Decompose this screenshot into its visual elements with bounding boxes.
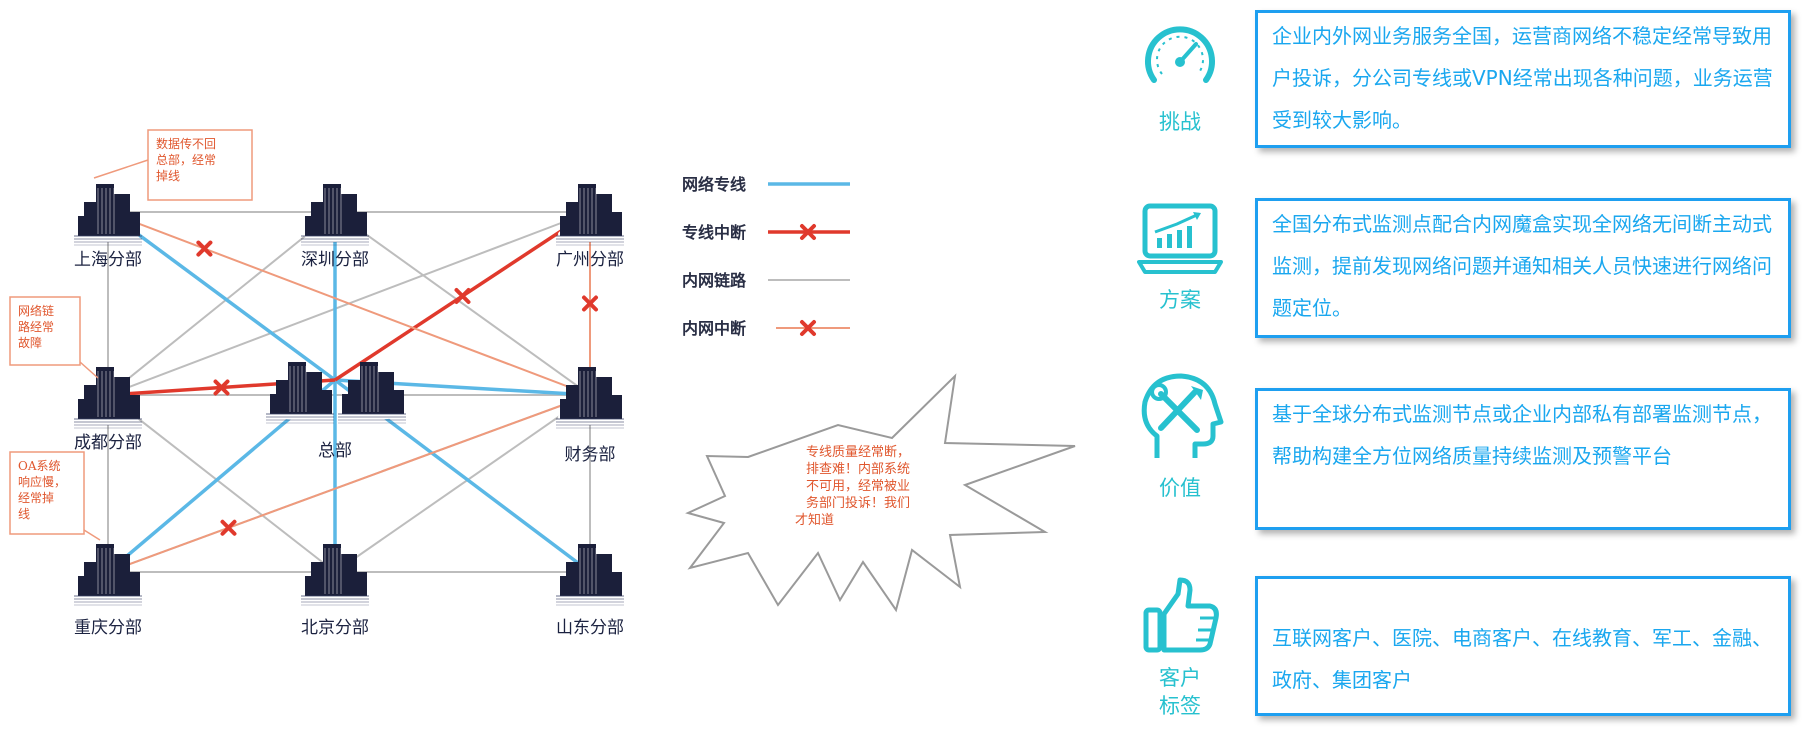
- note-line: 故障: [18, 335, 42, 350]
- section-customer-card: 互联网客户、医院、电商客户、在线教育、军工、金融、政府、集团客户: [1255, 576, 1791, 716]
- building-sz: [301, 184, 369, 246]
- note-line: 掉线: [156, 169, 180, 183]
- building-label-sh: 上海分部: [74, 250, 142, 270]
- link-sz-cd: [107, 211, 336, 396]
- note-line: 经常掉: [18, 491, 54, 505]
- section-text: 互联网客户、医院、电商客户、在线教育、军工、金融、政府、集团客户: [1272, 626, 1772, 692]
- link-cd-bj: [107, 394, 336, 573]
- building-sd: [556, 544, 624, 606]
- link-sh-hq: [106, 210, 337, 382]
- thumbs-up-icon: [1143, 577, 1219, 653]
- head-tools-icon: [1141, 373, 1224, 458]
- legend-label: 内网中断: [682, 319, 746, 338]
- legend-break-mark: [800, 320, 816, 336]
- building-label-cd: 成都分部: [74, 433, 142, 453]
- section-challenge-card: 企业内外网业务服务全国，运营商网络不稳定经常导致用户投诉，分公司专线或VPN经常…: [1255, 10, 1791, 148]
- break-mark-cd-hq: [213, 379, 230, 396]
- section-label: 价值: [1159, 476, 1201, 500]
- section-label: 挑战: [1159, 110, 1201, 134]
- building-hq-left: [266, 362, 334, 424]
- legend-item-dedicated: 网络专线: [682, 175, 850, 194]
- building-label-gz: 广州分部: [556, 250, 624, 270]
- link-sz-cw: [334, 211, 591, 396]
- callout-line: 排查难！内部系统: [805, 462, 910, 477]
- section-text: 全国分布式监测点配合内网魔盒实现全网络无间断主动式监测，提前发现网络问题并通知相…: [1272, 212, 1772, 320]
- break-mark-hq-gz: [454, 288, 471, 304]
- link-sh-cw: [107, 211, 591, 396]
- building-sh: [74, 184, 142, 246]
- note-line: 线: [18, 507, 30, 521]
- break-mark-gz-cw: [582, 295, 598, 312]
- building-label-cw: 财务部: [565, 445, 616, 465]
- link-cw-bj: [334, 394, 591, 573]
- building-label-cq: 重庆分部: [74, 618, 142, 638]
- legend-break-mark: [800, 224, 816, 240]
- section-value-icon-group: 价值: [1130, 372, 1230, 502]
- note-line: 路经常: [18, 319, 54, 334]
- legend-item-dedicated-broken: 专线中断: [682, 223, 850, 242]
- monitor-chart-icon: [1137, 203, 1223, 274]
- section-text: 基于全球分布式监测节点或企业内部私有部署监测节点，帮助构建全方位网络质量持续监测…: [1272, 402, 1772, 468]
- building-label-hq: 总部: [318, 441, 352, 461]
- legend-label: 内网链路: [682, 271, 747, 290]
- section-text: 企业内外网业务服务全国，运营商网络不稳定经常导致用户投诉，分公司专线或VPN经常…: [1272, 24, 1773, 132]
- section-value-card: 基于全球分布式监测节点或企业内部私有部署监测节点，帮助构建全方位网络质量持续监测…: [1255, 388, 1791, 530]
- callout-line: 不可用，经常被业: [805, 479, 910, 494]
- section-solution-icon-group: 方案: [1130, 200, 1230, 314]
- legend-item-intranet-broken: 内网中断: [682, 319, 850, 338]
- building-label-sz: 深圳分部: [301, 250, 369, 270]
- callout-line: 务部门投诉！我们: [805, 496, 910, 511]
- burst-callout-text: 专线质量经常断， 排查难！内部系统 不可用，经常被业 务部门投诉！我们 才知道: [783, 444, 933, 529]
- break-marks-layer: [196, 240, 598, 536]
- building-hq-right: [338, 362, 406, 424]
- burst-callout-shape: [685, 373, 1076, 613]
- legend-label: 专线中断: [682, 223, 746, 242]
- callout-line: 专线质量经常断，: [805, 445, 910, 460]
- note-line: OA系统: [18, 459, 61, 473]
- building-cq: [74, 544, 142, 606]
- building-cd: [74, 367, 142, 429]
- note-line: 数据传不回: [156, 136, 216, 151]
- section-label: 方案: [1159, 288, 1201, 312]
- building-label-sd: 山东分部: [556, 618, 624, 638]
- section-label: 客户标签: [1159, 666, 1201, 718]
- section-solution-card: 全国分布式监测点配合内网魔盒实现全网络无间断主动式监测，提前发现网络问题并通知相…: [1255, 198, 1791, 338]
- note-line: 响应慢，: [18, 474, 66, 489]
- break-mark-sh-cw: [196, 240, 213, 257]
- legend-label: 网络专线: [682, 175, 746, 194]
- callout-line: 才知道: [795, 513, 835, 528]
- link-cq-cw: [107, 394, 591, 573]
- note-line: 网络链: [18, 303, 54, 318]
- building-gz: [556, 184, 624, 246]
- section-challenge-icon-group: 挑战: [1130, 18, 1230, 136]
- speedometer-icon: [1145, 26, 1215, 83]
- note-line: 总部，经常: [156, 152, 216, 167]
- building-label-bj: 北京分部: [301, 618, 369, 638]
- building-cw: [556, 367, 624, 429]
- building-bj: [301, 544, 369, 606]
- legend-item-intranet: 内网链路: [682, 271, 850, 290]
- section-customer-icon-group: 客户标签: [1130, 576, 1230, 720]
- break-mark-cq-cw: [220, 519, 237, 536]
